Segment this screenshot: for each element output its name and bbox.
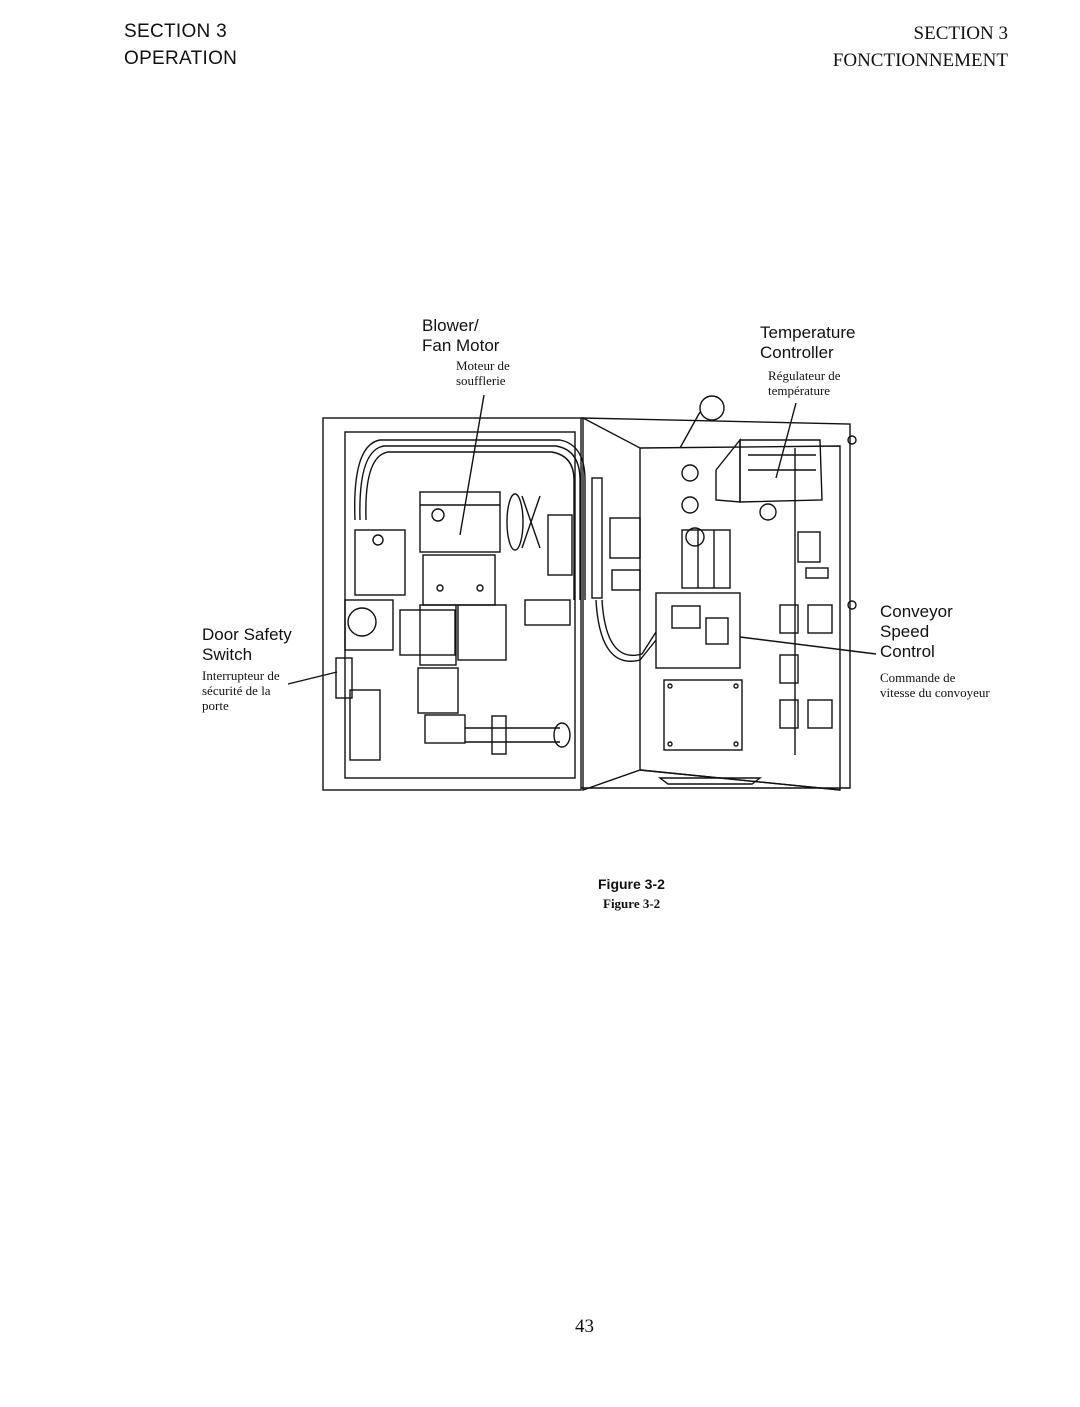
label-temperature-fr: Régulateur de température [768,368,841,398]
label-blower-fr-line2: soufflerie [456,373,506,388]
label-blower-fr: Moteur de soufflerie [456,358,510,388]
fan-pulley [506,493,524,551]
label-door-switch-fr: Interrupteur de sécurité de la porte [202,668,280,713]
conveyor-speed-board [655,592,741,669]
cabinet-left-outline [322,417,582,791]
fan-blade [521,495,541,549]
label-conveyor-en-line1: Conveyor [880,602,953,621]
label-temperature-en-line1: Temperature [760,323,856,342]
label-temperature-en-line2: Controller [760,343,834,362]
temp-probe-coil [699,395,725,421]
label-temperature-fr-line2: température [768,383,831,398]
section-title-fr: FONCTIONNEMENT [832,50,1008,71]
leader-conveyor [739,636,877,655]
label-door-switch-en-line2: Switch [202,645,253,664]
figure-caption-fr: Figure 3-2 [603,896,661,911]
label-conveyor-en-line2: Speed [880,622,930,641]
label-door-switch-en-line1: Door Safety [202,625,292,644]
label-temperature-en: Temperature Controller [760,323,855,363]
label-conveyor-fr-line1: Commande de [880,670,956,685]
label-door-switch-en: Door Safety Switch [202,625,292,665]
label-door-switch-fr-line1: Interrupteur de [202,668,280,683]
section-header-en: SECTION 3 OPERATION [124,18,237,72]
leader-door-switch [287,671,338,685]
label-blower-fr-line1: Moteur de [456,358,510,373]
label-blower-en-line1: Blower/ [422,316,479,335]
door-switch-actuator [335,657,353,699]
wire-duct [591,477,603,599]
blower-motor-body [419,491,501,553]
section-number-en: SECTION 3 [124,21,227,42]
section-header-fr: SECTION 3 FONCTIONNEMENT [833,20,1008,74]
figure-caption-en: Figure 3-2 [598,876,665,892]
section-number-fr: SECTION 3 [913,23,1008,44]
leader-blower [459,394,485,536]
page-number: 43 [575,1316,594,1337]
label-conveyor-en-line3: Control [880,642,935,661]
label-conveyor-en: Conveyor Speed Control [880,602,953,662]
section-title-en: OPERATION [124,48,238,69]
leader-temperature [775,402,797,479]
transformer-plate [663,679,743,751]
panel-door [582,416,641,791]
label-door-switch-fr-line3: porte [202,698,229,713]
temperature-controller-body [739,439,823,503]
door-handle [657,777,763,785]
label-blower-en: Blower/ Fan Motor [422,316,499,356]
label-conveyor-fr: Commande de vitesse du convoyeur [880,670,990,700]
label-temperature-fr-line1: Régulateur de [768,368,841,383]
label-door-switch-fr-line2: sécurité de la [202,683,271,698]
door-switch-housing [354,529,406,596]
cabinet-right-outline [580,417,851,789]
label-blower-en-line2: Fan Motor [422,336,500,355]
label-conveyor-fr-line2: vitesse du convoyeur [880,685,990,700]
relay-block [681,529,731,589]
